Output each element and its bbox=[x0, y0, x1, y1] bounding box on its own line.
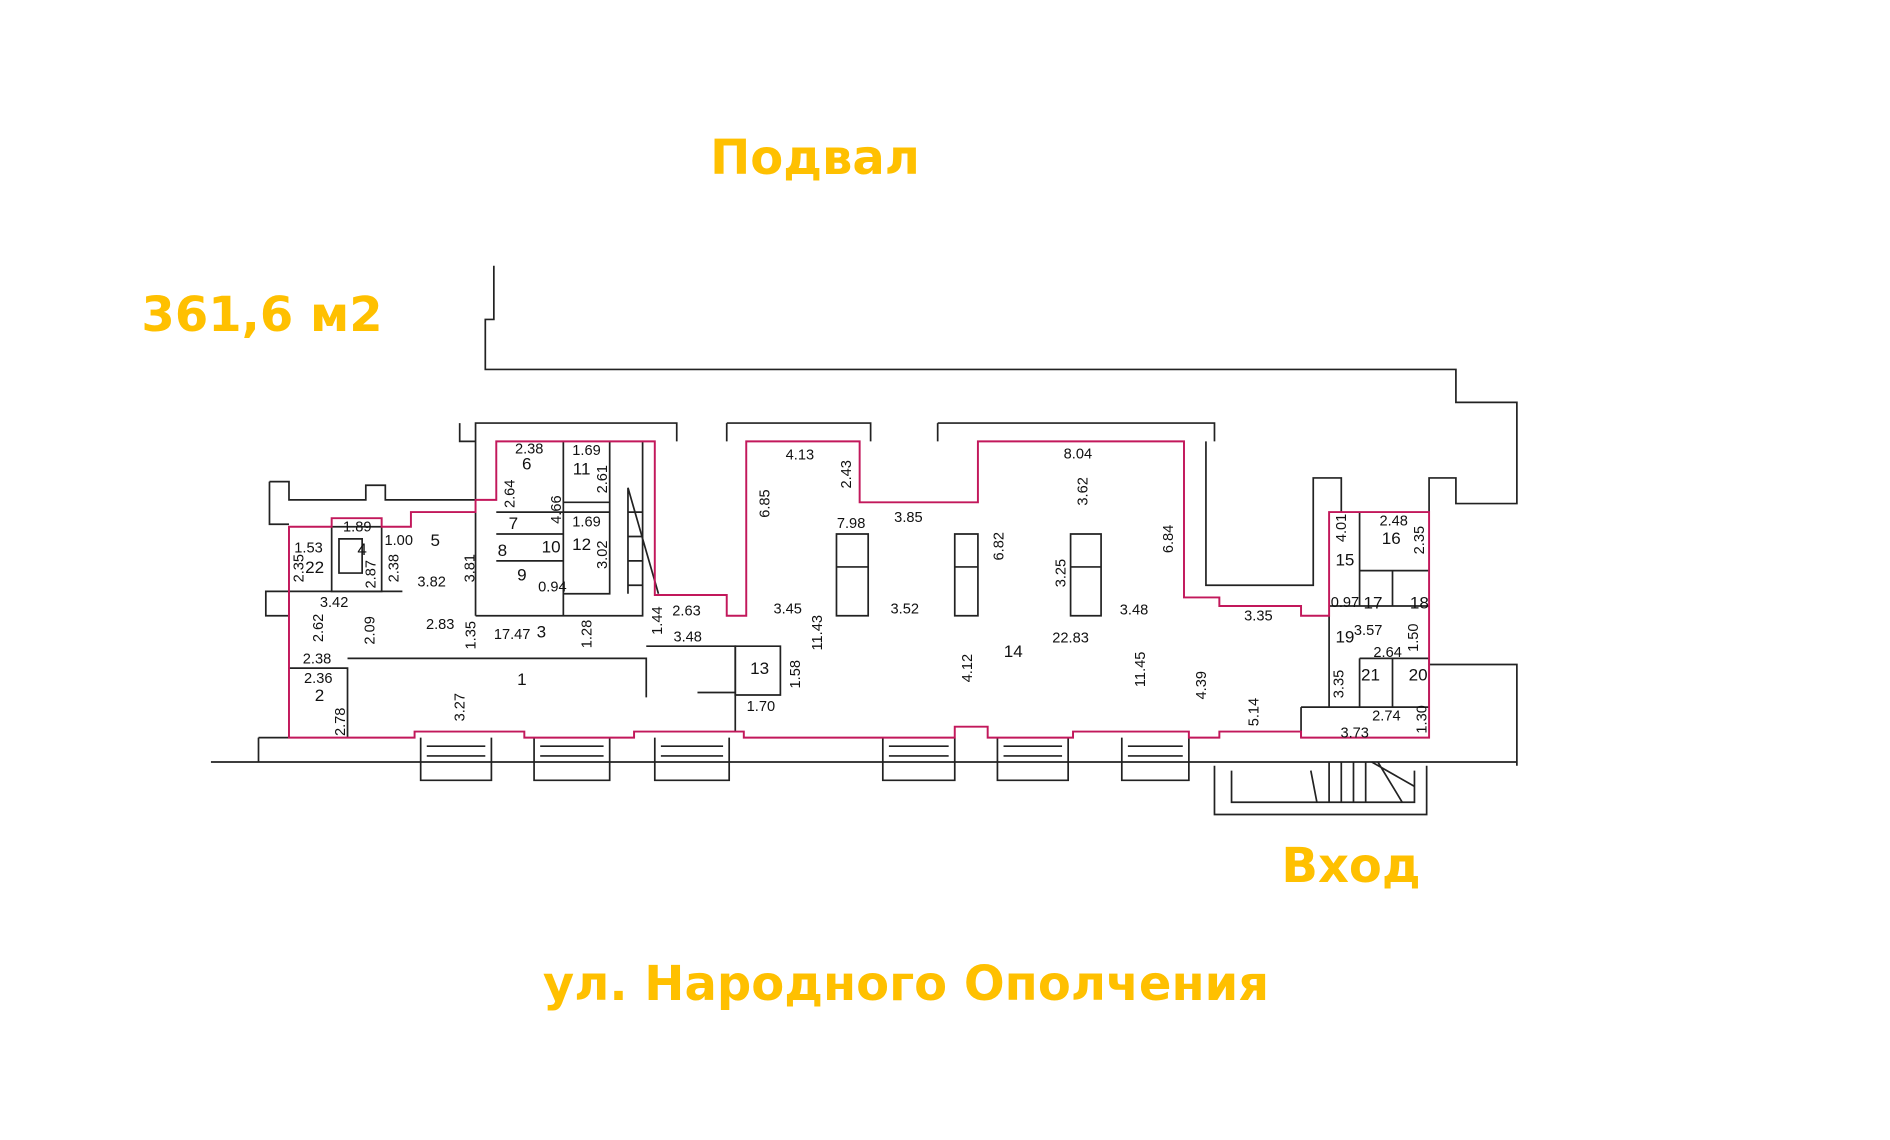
dimension-label: 2.64 bbox=[503, 480, 519, 508]
dimension-label: 3.82 bbox=[417, 574, 445, 590]
area-label: 361,6 м2 bbox=[141, 287, 383, 343]
dimension-label: 1.69 bbox=[572, 515, 600, 531]
interior-walls bbox=[288, 441, 1430, 738]
dimension-label: 6.84 bbox=[1161, 525, 1177, 553]
dimension-label: 1.44 bbox=[650, 606, 666, 634]
dimension-label: 11.45 bbox=[1133, 652, 1149, 688]
room-number: 17 bbox=[1364, 593, 1383, 612]
room-number: 2 bbox=[315, 686, 325, 705]
dimension-label: 1.28 bbox=[579, 620, 595, 648]
dimension-label: 3.35 bbox=[1244, 609, 1272, 625]
dimension-label: 7.98 bbox=[837, 516, 865, 532]
dimension-label: 2.36 bbox=[304, 671, 332, 687]
room-number: 9 bbox=[517, 565, 527, 584]
dimension-label: 2.74 bbox=[1372, 709, 1400, 725]
dimension-label: 11.43 bbox=[810, 615, 826, 651]
room-number: 11 bbox=[573, 459, 591, 478]
dimension-label: 6.82 bbox=[992, 532, 1008, 560]
dimension-label: 3.48 bbox=[1120, 603, 1148, 619]
dimension-label: 22.83 bbox=[1052, 631, 1089, 647]
dimension-label: 2.61 bbox=[595, 465, 611, 493]
dimension-label: 3.27 bbox=[453, 693, 469, 721]
dimension-label: 2.38 bbox=[303, 651, 331, 667]
dimension-label: 8.04 bbox=[1064, 446, 1092, 462]
room-number: 18 bbox=[1410, 593, 1429, 612]
dimension-label: 2.83 bbox=[426, 617, 454, 633]
room-number: 14 bbox=[1004, 642, 1023, 661]
dimension-label: 4.13 bbox=[786, 448, 814, 464]
street-label: ул. Народного Ополчения bbox=[542, 956, 1270, 1012]
room-number: 12 bbox=[572, 535, 591, 554]
room-number: 13 bbox=[750, 659, 769, 678]
dimension-label: 3.62 bbox=[1076, 477, 1092, 505]
room-number: 7 bbox=[509, 514, 519, 533]
dimension-label: 2.38 bbox=[515, 442, 543, 458]
premises-boundary bbox=[288, 440, 1431, 739]
room-number: 15 bbox=[1335, 551, 1354, 570]
room-numbers: 1 2 3 4 5 6 7 8 9 10 11 12 13 14 15 16 1… bbox=[305, 454, 1429, 705]
dimension-label: 2.35 bbox=[1412, 526, 1428, 554]
room-number: 19 bbox=[1335, 628, 1354, 647]
dimension-label: 1.50 bbox=[1406, 623, 1422, 651]
dimension-label: 4.12 bbox=[960, 654, 976, 682]
dimension-label: 3.25 bbox=[1054, 559, 1070, 587]
dimension-label: 1.30 bbox=[1415, 705, 1431, 733]
dimension-label: 2.63 bbox=[672, 604, 700, 620]
dimension-label: 3.85 bbox=[894, 510, 922, 526]
dimension-label: 4.66 bbox=[549, 495, 565, 523]
room-number: 10 bbox=[542, 537, 561, 556]
dimension-label: 2.38 bbox=[387, 554, 403, 582]
room-number: 22 bbox=[305, 558, 324, 577]
outer-walls bbox=[210, 265, 1518, 816]
dimension-label: 1.53 bbox=[294, 540, 322, 556]
dimension-label: 4.39 bbox=[1194, 671, 1210, 699]
room-number: 3 bbox=[537, 623, 547, 642]
entrance-label: Вход bbox=[1281, 838, 1421, 894]
dimensions-horizontal: 2.38 1.69 1.69 0.94 1.53 1.89 1.00 3.82 … bbox=[294, 442, 1408, 742]
room-number: 21 bbox=[1361, 665, 1380, 684]
dimension-label: 3.02 bbox=[595, 541, 611, 569]
dimension-label: 3.48 bbox=[673, 629, 701, 645]
dimension-label: 3.42 bbox=[320, 595, 348, 611]
dimension-label: 1.00 bbox=[384, 533, 412, 549]
room-number: 5 bbox=[431, 531, 441, 550]
dimension-label: 3.45 bbox=[773, 601, 801, 617]
dimension-label: 2.48 bbox=[1379, 513, 1407, 529]
dimension-label: 5.14 bbox=[1246, 698, 1262, 726]
dimension-label: 3.35 bbox=[1332, 670, 1348, 698]
room-number: 4 bbox=[357, 540, 367, 559]
dimension-label: 17.47 bbox=[494, 627, 531, 643]
dimension-label: 3.57 bbox=[1354, 623, 1382, 639]
dimension-label: 4.01 bbox=[1334, 514, 1350, 542]
dimension-label: 2.87 bbox=[364, 560, 380, 588]
dimension-label: 6.85 bbox=[757, 489, 773, 517]
dimension-label: 1.70 bbox=[747, 699, 775, 715]
dimension-label: 2.62 bbox=[311, 614, 327, 642]
dimensions-vertical: 2.64 4.66 2.61 3.02 2.35 2.87 2.38 3.81 … bbox=[292, 460, 1431, 736]
dimension-label: 3.81 bbox=[462, 554, 478, 582]
dimension-label: 1.58 bbox=[788, 660, 804, 688]
dimension-label: 3.73 bbox=[1340, 726, 1368, 742]
dimension-label: 2.64 bbox=[1373, 645, 1401, 661]
dimension-label: 2.35 bbox=[292, 554, 308, 582]
room-number: 6 bbox=[522, 454, 532, 473]
room-number: 16 bbox=[1382, 529, 1401, 548]
dimension-label: 3.52 bbox=[891, 601, 919, 617]
dimension-label: 0.94 bbox=[538, 579, 566, 595]
dimension-label: 1.35 bbox=[464, 621, 480, 649]
room-number: 8 bbox=[498, 541, 508, 560]
dimension-label: 2.09 bbox=[362, 616, 378, 644]
floor-title: Подвал bbox=[710, 130, 920, 186]
dimension-label: 0.97 bbox=[1331, 595, 1359, 611]
dimension-label: 1.89 bbox=[343, 520, 371, 536]
dimension-label: 2.43 bbox=[839, 460, 855, 488]
dimension-label: 2.78 bbox=[333, 708, 349, 736]
room-number: 20 bbox=[1409, 665, 1428, 684]
room-number: 1 bbox=[517, 670, 527, 689]
dimension-label: 1.69 bbox=[572, 443, 600, 459]
